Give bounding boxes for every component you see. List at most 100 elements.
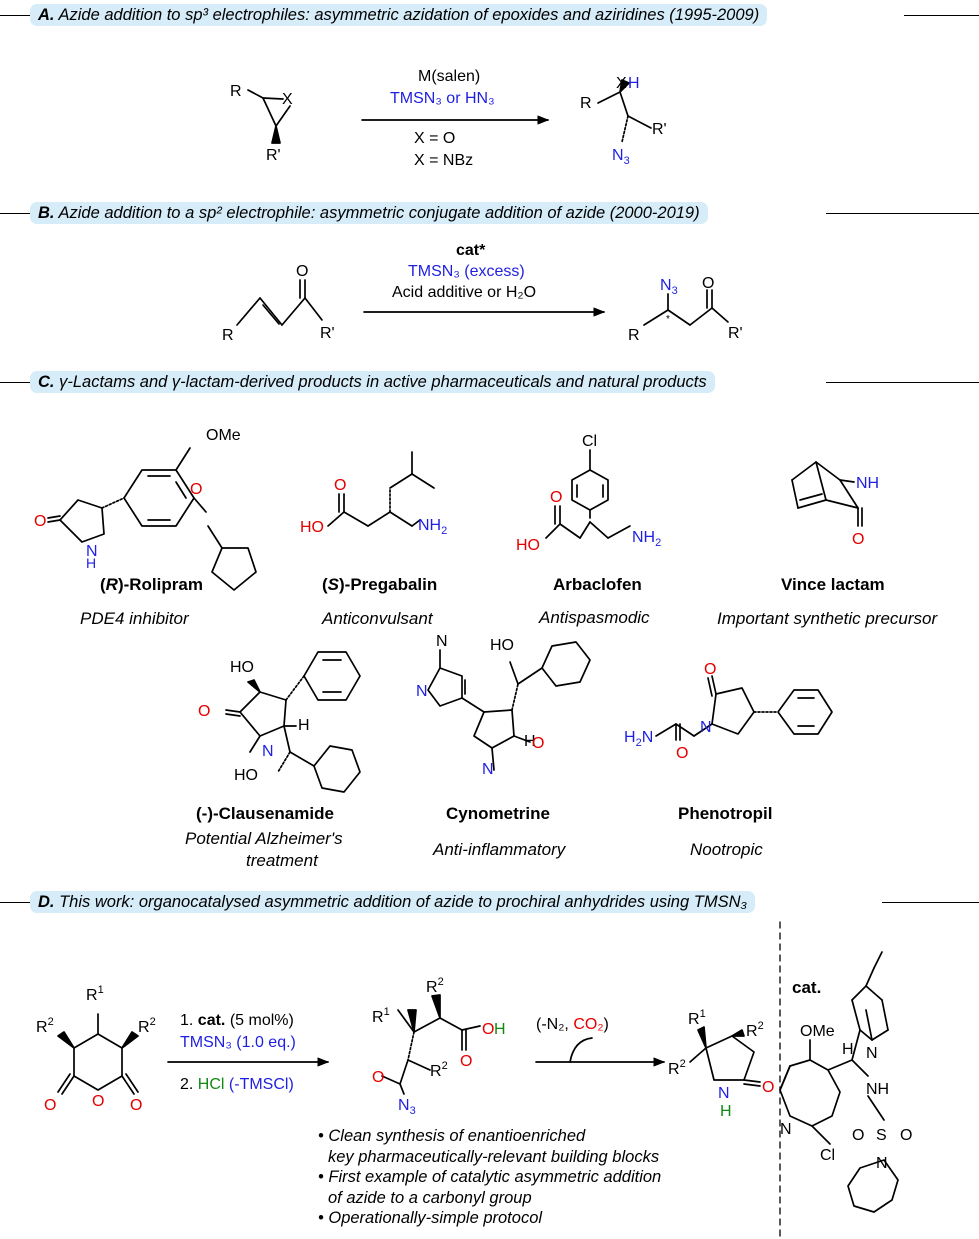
- svg-text:H: H: [524, 733, 536, 750]
- svg-text:O: O: [44, 1097, 56, 1114]
- svg-text:O: O: [130, 1097, 142, 1114]
- svg-text:O: O: [762, 1079, 774, 1096]
- svg-text:HO: HO: [516, 537, 540, 554]
- svg-text:OMe: OMe: [800, 1023, 835, 1040]
- svg-text:N: N: [262, 743, 274, 760]
- azido-acid-intermediate: [381, 994, 481, 1095]
- svg-text:O: O: [900, 1127, 912, 1144]
- section-c-title: γ-Lactams and γ-lactam-derived products …: [59, 373, 707, 391]
- rule-d-left: [0, 902, 32, 903]
- cynometrine-desc: Anti-inflammatory: [433, 840, 566, 859]
- svg-text:H: H: [494, 1021, 506, 1038]
- svg-text:HO: HO: [490, 637, 514, 654]
- phenotropil-desc: Nootropic: [690, 840, 763, 859]
- svg-text:O: O: [852, 531, 864, 548]
- svg-text:O: O: [334, 477, 346, 494]
- svg-text:N: N: [866, 1045, 878, 1062]
- section-a-letter: A.: [38, 6, 55, 24]
- svg-text:R1: R1: [86, 984, 104, 1004]
- svg-text:NH2: NH2: [418, 517, 447, 537]
- svg-text:H2N: H2N: [624, 729, 653, 749]
- clausenamide-name: (-)-Clausenamide: [196, 804, 334, 823]
- catalyst-label: cat.: [792, 978, 822, 997]
- svg-text:O: O: [482, 1021, 494, 1038]
- section-d-header: D. This work: organocatalysed asymmetric…: [30, 891, 756, 913]
- lactam-product: [689, 1026, 761, 1087]
- reaction-a-condition-o: X = O: [414, 130, 456, 147]
- rolipram-desc: PDE4 inhibitor: [80, 609, 189, 628]
- svg-text:R2: R2: [746, 1020, 764, 1040]
- bullet-line: • First example of catalytic asymmetric …: [318, 1168, 662, 1186]
- phenotropil-structure: [655, 675, 833, 741]
- enone-reactant: [236, 279, 323, 326]
- highlights-list: • Clean synthesis of enantioenriched key…: [318, 1126, 661, 1229]
- section-c-header: C. γ-Lactams and γ-lactam-derived produc…: [30, 371, 715, 393]
- section-b-title: Azide addition to a sp² electrophile: as…: [58, 204, 700, 222]
- gas-loss-curve: [569, 1037, 593, 1063]
- svg-text:N: N: [876, 1155, 888, 1172]
- svg-text:HO: HO: [230, 659, 254, 676]
- bullet-line: • Clean synthesis of enantioenriched: [318, 1127, 586, 1145]
- svg-text:O: O: [92, 1093, 104, 1110]
- azido-ketone-product: [643, 289, 729, 326]
- rule-a-right: [904, 15, 979, 16]
- bullet-line: • Operationally-simple protocol: [318, 1209, 543, 1227]
- svg-text:H: H: [628, 75, 640, 92]
- rule-d-right: [882, 902, 979, 903]
- svg-text:N: N: [482, 761, 494, 778]
- svg-text:R: R: [230, 83, 242, 100]
- svg-text:N: N: [700, 719, 712, 736]
- svg-text:NH: NH: [856, 475, 879, 492]
- clausenamide-desc: Potential Alzheimer's: [185, 829, 343, 848]
- svg-text:N: N: [86, 543, 98, 560]
- section-d-letter: D.: [38, 893, 55, 911]
- section-d-title: This work: organocatalysed asymmetric ad…: [59, 893, 748, 911]
- svg-text:X: X: [616, 75, 627, 92]
- phenotropil-name: Phenotropil: [678, 804, 773, 823]
- reaction-b-additive: Acid additive or H₂O: [392, 284, 537, 301]
- clausenamide-desc-2: treatment: [246, 851, 318, 870]
- arbaclofen-structure: [545, 449, 631, 539]
- bullet-line: key pharmaceutically-relevant building b…: [328, 1147, 660, 1166]
- svg-text:R2: R2: [138, 1016, 156, 1036]
- section-b-letter: B.: [38, 204, 55, 222]
- reaction-a-reagent: TMSN₃ or HN₃: [390, 90, 495, 107]
- reaction-b-catalyst: cat*: [456, 242, 486, 259]
- section-c-letter: C.: [38, 373, 55, 391]
- rolipram-name: (R)-Rolipram: [100, 575, 203, 594]
- svg-text:O: O: [852, 1127, 864, 1144]
- svg-text:O: O: [34, 513, 46, 530]
- cynometrine-name: Cynometrine: [446, 804, 550, 823]
- cynometrine-structure: [427, 641, 591, 771]
- vince-lactam-structure: [791, 461, 863, 527]
- rule-b-left: [0, 213, 32, 214]
- reaction-b-reagent: TMSN₃ (excess): [408, 263, 525, 280]
- svg-text:H: H: [720, 1103, 732, 1120]
- bullet-line: of azide to a carbonyl group: [328, 1188, 532, 1207]
- svg-text:X: X: [282, 91, 293, 108]
- svg-text:R': R': [652, 121, 667, 138]
- catalyst-structure: [779, 951, 899, 1213]
- rule-b-right: [826, 213, 979, 214]
- svg-text:R': R': [266, 147, 281, 164]
- svg-text:O: O: [704, 661, 716, 678]
- svg-text:O: O: [198, 703, 210, 720]
- svg-text:O: O: [372, 1069, 384, 1086]
- svg-text:H: H: [86, 555, 96, 571]
- svg-text:NH2: NH2: [632, 529, 661, 549]
- svg-text:NH: NH: [866, 1081, 889, 1098]
- svg-text:O: O: [702, 275, 714, 292]
- arbaclofen-name: Arbaclofen: [553, 575, 642, 594]
- reaction-a-catalyst: M(salen): [418, 68, 481, 85]
- svg-text:O: O: [460, 1053, 472, 1070]
- svg-text:Cl: Cl: [820, 1147, 835, 1164]
- svg-text:R1: R1: [688, 1008, 706, 1028]
- rule-c-right: [826, 382, 979, 383]
- reaction-d-reagent: TMSN₃ (1.0 eq.): [180, 1034, 296, 1051]
- vince-lactam-desc: Important synthetic precursor: [717, 609, 938, 628]
- svg-text:S: S: [876, 1127, 887, 1144]
- arbaclofen-desc: Antispasmodic: [539, 608, 650, 627]
- svg-text:*: *: [666, 314, 670, 325]
- svg-text:R: R: [628, 327, 640, 344]
